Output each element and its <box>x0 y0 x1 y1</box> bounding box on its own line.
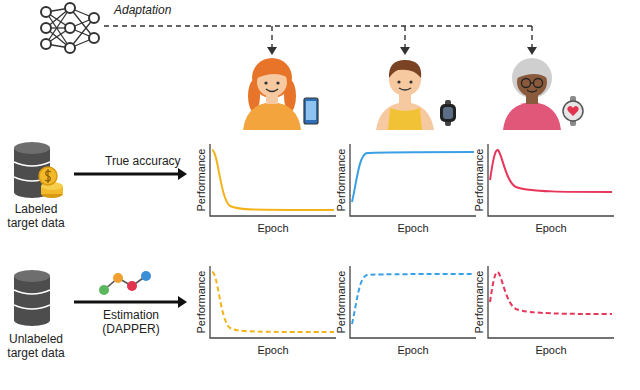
person-young-man <box>376 60 456 130</box>
edge-label: True accuracy <box>103 154 183 168</box>
axis-label-x: Epoch <box>257 222 288 234</box>
person-older-woman <box>503 58 583 130</box>
axis-label-y: Performance <box>335 149 347 212</box>
plot-node: PerformanceEpoch <box>330 140 478 238</box>
plot-est-3 <box>488 266 614 338</box>
labeled-database-icon <box>14 142 63 198</box>
pipeline-icon <box>99 271 151 295</box>
edge-label: Estimation (DAPPER) <box>84 308 178 336</box>
plot-est-2 <box>350 266 476 338</box>
plot-node: PerformanceEpoch <box>330 262 478 360</box>
data-source-node: Unlabeled target data <box>0 268 72 368</box>
flow-arrow <box>74 168 187 180</box>
data-source-node: Labeled target data <box>0 140 72 240</box>
plot-node: PerformanceEpoch <box>468 140 616 238</box>
plot-true-2 <box>350 144 476 216</box>
axis-label-y: Performance <box>335 271 347 334</box>
plot-node: PerformanceEpoch <box>190 262 338 360</box>
neural-network-icon <box>41 3 99 53</box>
axis-label-x: Epoch <box>397 222 428 234</box>
axis-label-x: Epoch <box>535 222 566 234</box>
axis-label-x: Epoch <box>397 344 428 356</box>
axis-label-y: Performance <box>473 271 485 334</box>
data-label: Labeled target data <box>0 202 72 230</box>
axis-label-x: Epoch <box>535 344 566 356</box>
axis-label-x: Epoch <box>257 344 288 356</box>
flow-arrow <box>74 296 187 308</box>
annotation-label: Adaptation <box>112 3 173 17</box>
plot-true-3 <box>488 144 614 216</box>
axis-label-y: Performance <box>195 271 207 334</box>
plot-true-1 <box>210 144 336 216</box>
arrowheads <box>267 47 537 55</box>
plot-node: PerformanceEpoch <box>190 140 338 238</box>
unlabeled-database-icon <box>14 270 50 326</box>
plot-est-1 <box>210 266 336 338</box>
axis-label-y: Performance <box>195 149 207 212</box>
axis-label-y: Performance <box>473 149 485 212</box>
adaptation-arrows <box>104 26 532 48</box>
plot-node: PerformanceEpoch <box>468 262 616 360</box>
person-young-woman <box>243 58 318 130</box>
data-label: Unlabeled target data <box>0 332 72 360</box>
